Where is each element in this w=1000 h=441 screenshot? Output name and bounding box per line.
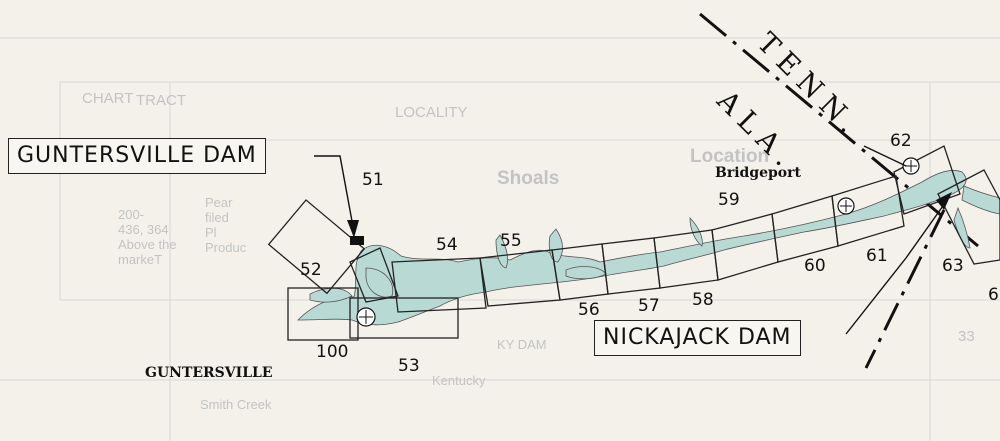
bleed-chart-header: CHART	[82, 90, 134, 107]
bleed-location-text: Location	[690, 146, 770, 167]
bleed-blurred-block: Pear filed Pl Produc	[205, 195, 247, 255]
bleed-tract-numbers: 200- 436, 364 Above the markeT	[118, 207, 177, 267]
nickajack-dam-callout: NICKAJACK DAM	[594, 320, 801, 356]
leader-arrowheads	[347, 192, 952, 238]
chart-index-rectangles	[267, 145, 1000, 341]
chart-number: 51	[362, 170, 384, 190]
bleed-smith-creek: Smith Creek	[200, 397, 272, 412]
chart-number: 55	[500, 231, 522, 251]
state-boundary	[699, 12, 979, 369]
chart-number: 61	[866, 246, 888, 266]
place-bridgeport: Bridgeport	[715, 165, 801, 181]
chart-number: 62	[890, 131, 912, 151]
dam-marker	[350, 236, 364, 245]
chart-number: 60	[804, 256, 826, 276]
leader-lines	[314, 145, 951, 335]
chart-number: 6	[988, 285, 999, 305]
chart-number: 59	[718, 190, 740, 210]
chart-number: 56	[578, 300, 600, 320]
bleed-number: 33	[958, 328, 975, 345]
place-guntersville: GUNTERSVILLE	[145, 365, 273, 381]
bleed-kentucky-dam: KY DAM	[497, 337, 547, 352]
chart-number: 54	[436, 235, 458, 255]
chart-number: 58	[692, 290, 714, 310]
chart-number: 52	[300, 260, 322, 280]
chart-number: 57	[638, 296, 660, 316]
chart-number: 100	[316, 342, 349, 362]
guntersville-dam-callout: GUNTERSVILLE DAM	[8, 138, 266, 174]
bleed-tract-header: TRACT	[136, 92, 186, 109]
chart-number: 53	[398, 356, 420, 376]
chart-number: 63	[942, 256, 964, 276]
bleed-locality-header: LOCALITY	[395, 104, 468, 121]
reservoir-water	[297, 170, 1000, 326]
bleed-shoals-text: Shoals	[497, 168, 560, 189]
